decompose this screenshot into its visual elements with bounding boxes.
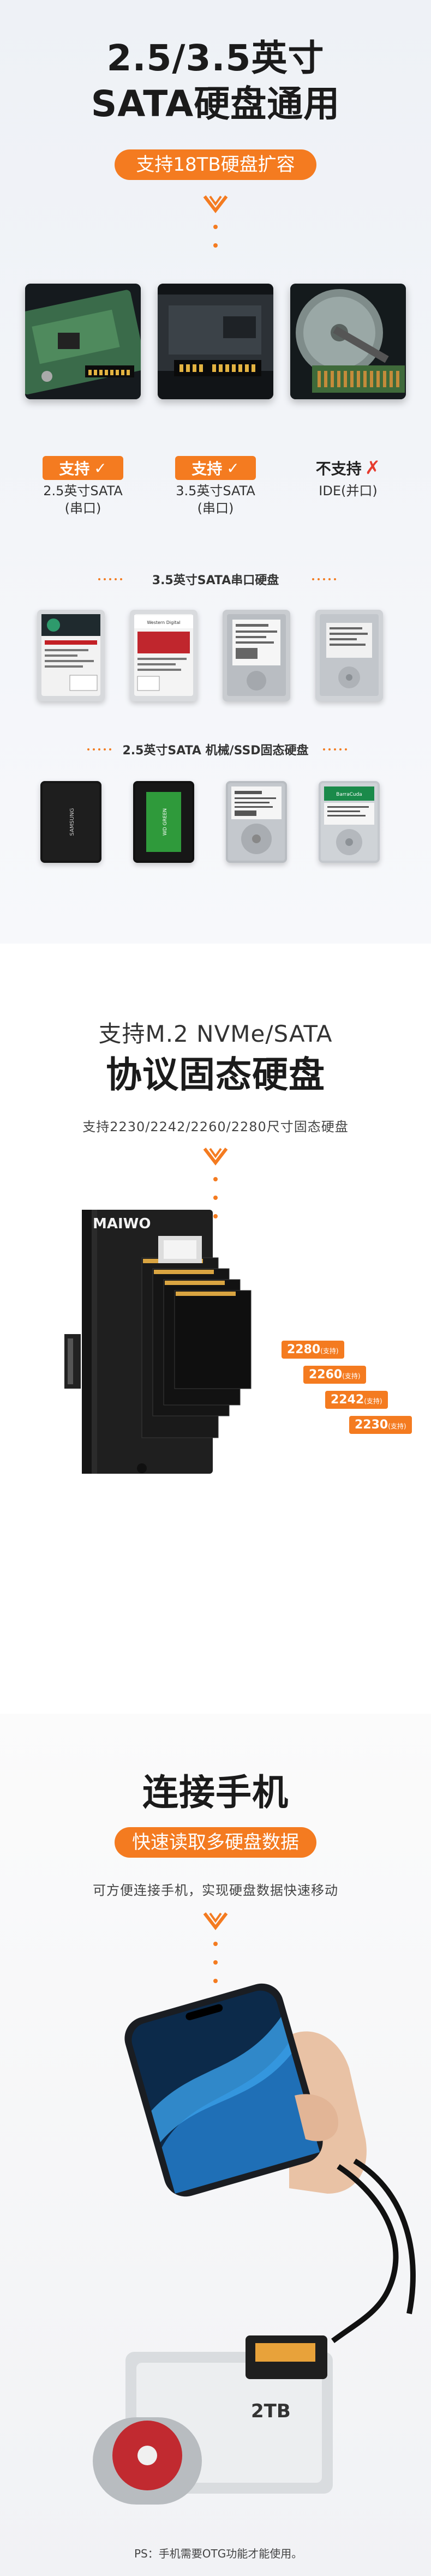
title-line2: SATA硬盘通用 xyxy=(91,83,340,125)
cross-icon: ✗ xyxy=(364,457,381,479)
phone-title: 连接手机 xyxy=(142,1772,289,1814)
label-line: 2.5英寸SATA xyxy=(43,483,123,499)
size-tag-2230: 2230(支持) xyxy=(349,1416,412,1434)
label-35: 3.5英寸SATA (串口) xyxy=(161,482,270,517)
section-phone-connect: 连接手机 快速读取多硬盘数据 可方便连接手机，实现硬盘数据快速移动 2TB xyxy=(0,1714,431,2576)
m2-subtitle: 支持2230/2242/2260/2280尺寸固态硬盘 xyxy=(82,1119,349,1134)
size-note: (支持) xyxy=(320,1347,339,1355)
support-badge-35: 支持 ✓ xyxy=(175,456,256,480)
drive-wd-green-ssd: WD GREEN xyxy=(133,781,194,863)
drive-seagate-barracuda: BarraCuda xyxy=(319,781,380,863)
m2-enclosure-illustration: MAIWO xyxy=(64,1210,252,1474)
size-note: (支持) xyxy=(364,1397,382,1405)
size-value: 2280 xyxy=(287,1343,321,1356)
barracuda-label: BarraCuda xyxy=(336,792,362,797)
phone-pill: 快速读取多硬盘数据 xyxy=(115,1827,316,1858)
capacity-pill: 支持18TB硬盘扩容 xyxy=(115,149,316,180)
check-icon: ✓ xyxy=(226,459,240,477)
title-line1: 2.5/3.5英寸 xyxy=(106,37,325,79)
subhead-25: 2.5英寸SATA 机械/SSD固态硬盘 xyxy=(122,744,309,758)
dot-connector xyxy=(213,225,218,248)
badge-text: 不支持 xyxy=(315,460,362,478)
size-value: 2242 xyxy=(331,1393,364,1407)
check-icon: ✓ xyxy=(94,459,107,477)
subhead-divider xyxy=(87,748,347,750)
badge-text: 支持 xyxy=(59,460,90,478)
support-badge-25: 支持 ✓ xyxy=(43,456,123,480)
label-line: 3.5英寸SATA xyxy=(176,483,255,499)
size-tag-2280: 2280(支持) xyxy=(282,1341,344,1359)
drive-35-silver xyxy=(315,610,383,701)
dot-connector xyxy=(213,1177,218,1218)
chevron-down-icon xyxy=(203,1912,228,1930)
badge-text: 支持 xyxy=(191,460,223,478)
samsung-label: SAMSUNG xyxy=(69,808,75,836)
drive-35-generic xyxy=(223,610,290,701)
size-value: 2260 xyxy=(309,1368,343,1382)
size-value: 2230 xyxy=(355,1418,388,1432)
label-line: IDE(并口) xyxy=(319,483,378,499)
wd-green-label: WD GREEN xyxy=(163,808,168,836)
phone-subtitle: 可方便连接手机，实现硬盘数据快速移动 xyxy=(93,1883,338,1898)
drive-capacity-label: 2TB xyxy=(251,2400,291,2422)
dot-connector xyxy=(213,1942,218,1983)
size-tag-2260: 2260(支持) xyxy=(303,1366,366,1384)
size-note: (支持) xyxy=(388,1422,406,1430)
photo-35-sata xyxy=(158,284,273,399)
section-sata-compat: 2.5/3.5英寸 SATA硬盘通用 支持18TB硬盘扩容 xyxy=(0,0,431,944)
unsupported-badge-ide: 不支持 ✗ xyxy=(299,456,397,480)
section-m2-ssd: 支持M.2 NVMe/SATA 协议固态硬盘 支持2230/2242/2260/… xyxy=(0,944,431,1714)
chevron-down-icon xyxy=(203,1148,228,1166)
size-tag-2242: 2242(支持) xyxy=(325,1391,388,1409)
label-line: (串口) xyxy=(197,501,234,516)
drive-samsung-ssd: SAMSUNG xyxy=(40,781,101,863)
photo-ide xyxy=(290,284,406,399)
ps-note: PS：手机需要OTG功能才能使用。 xyxy=(134,2547,303,2560)
drive-seagate-ironwolf xyxy=(37,610,105,701)
label-ide: IDE(并口) xyxy=(294,482,403,500)
phone-drive-illustration: 2TB xyxy=(93,1983,416,2505)
drive-wd-red: Western Digital xyxy=(130,610,197,701)
photo-25-sata xyxy=(25,284,141,399)
m2-title-line2: 协议固态硬盘 xyxy=(106,1054,325,1096)
label-line: (串口) xyxy=(64,501,101,516)
size-note: (支持) xyxy=(342,1372,361,1380)
chevron-down-icon xyxy=(203,195,228,213)
subhead-divider xyxy=(98,578,336,580)
brand-logo: MAIWO xyxy=(93,1216,151,1232)
wd-label: Western Digital xyxy=(147,620,180,625)
m2-title-line1: 支持M.2 NVMe/SATA xyxy=(98,1020,333,1047)
label-25: 2.5英寸SATA (串口) xyxy=(28,482,137,517)
subhead-35: 3.5英寸SATA串口硬盘 xyxy=(152,574,279,587)
drive-25-hdd-silver xyxy=(226,781,287,863)
